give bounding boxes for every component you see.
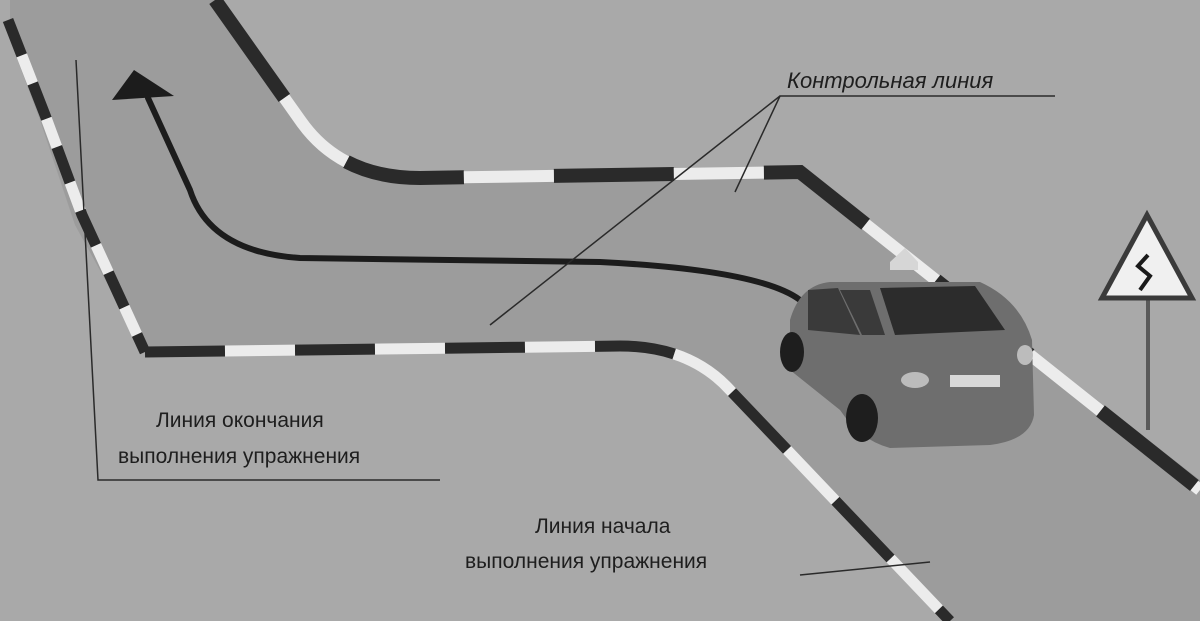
car-icon <box>780 248 1034 448</box>
end-line-label-line1: Линия окончания <box>156 409 324 432</box>
trajectory-arrow <box>145 95 803 303</box>
control-line-label: Контрольная линия <box>787 68 994 93</box>
curb-left-light <box>2 18 150 355</box>
start-line-label-line2: выполнения упражнения <box>465 550 708 573</box>
end-line-label-line2: выполнения упражнения <box>118 445 361 468</box>
leader-lines <box>75 59 1055 576</box>
start-line-label-line1: Линия начала <box>535 515 671 538</box>
curb-bottom <box>144 340 954 621</box>
curb-top <box>209 0 1200 496</box>
curb-top-light <box>210 0 1200 495</box>
lane-surface <box>10 0 1200 621</box>
curb-left <box>2 18 150 355</box>
winding-road-sign-icon <box>1097 209 1197 430</box>
curb-bottom-light <box>144 340 954 621</box>
arrow-head-icon <box>112 70 174 100</box>
